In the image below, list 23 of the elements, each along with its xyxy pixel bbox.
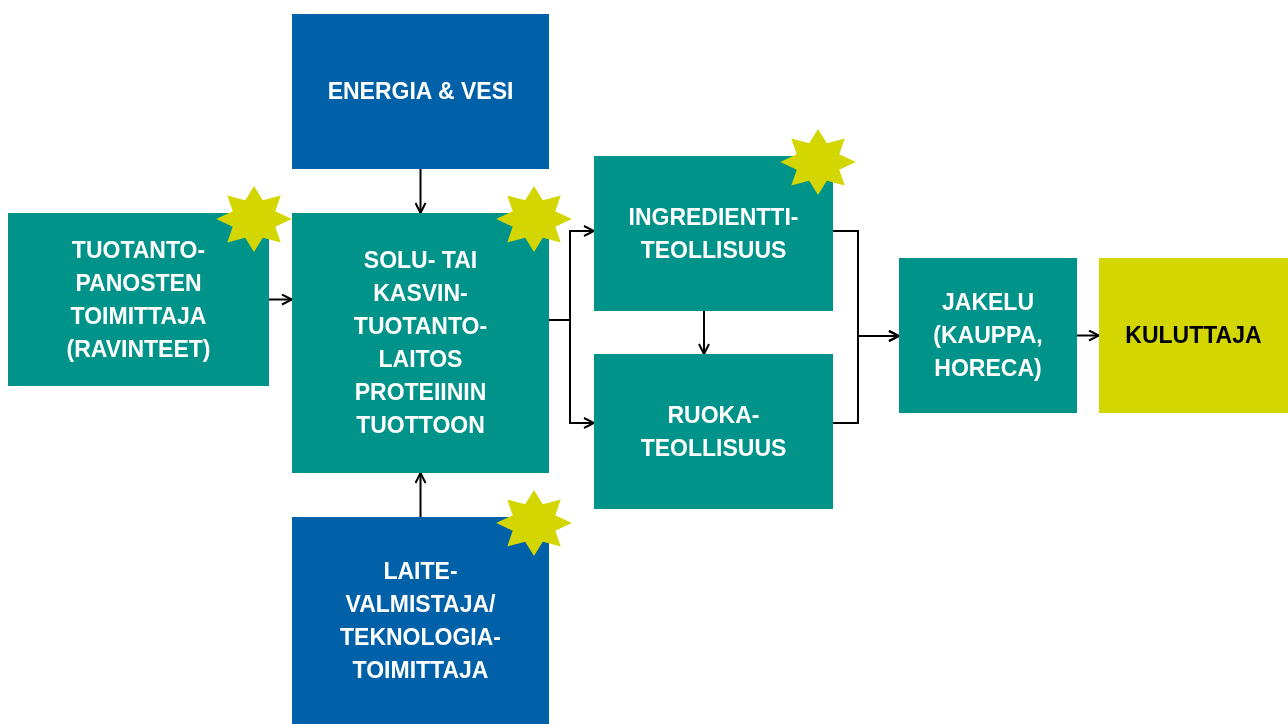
process-box bbox=[594, 156, 833, 311]
arrow bbox=[1076, 329, 1100, 342]
arrow bbox=[414, 168, 427, 214]
box-label: INGREDIENTTI- TEOLLISUUS bbox=[627, 202, 800, 265]
process-box bbox=[292, 517, 549, 724]
arrow bbox=[414, 472, 427, 518]
arrow bbox=[698, 310, 710, 355]
box-label: JAKELU (KAUPPA, HORECA) bbox=[932, 288, 1044, 383]
box-label: SOLU- TAI KASVIN- TUOTANTO- LAITOS PROTEIININ TUOTTOON bbox=[352, 246, 489, 440]
process-box bbox=[292, 14, 549, 169]
process-box bbox=[8, 213, 269, 386]
box-label: TUOTANTO- PANOSTEN TOIMITTAJA (RAVINTEET) bbox=[65, 235, 212, 364]
box-label: KULUTTAJA bbox=[1124, 321, 1263, 350]
box-label: RUOKA- TEOLLISUUS bbox=[639, 400, 788, 463]
box-label: LAITE- VALMISTAJA/ TEKNOLOGIA- TOIMITTAJA bbox=[339, 556, 502, 685]
arrow bbox=[832, 330, 900, 424]
process-box bbox=[1099, 258, 1288, 413]
process-box bbox=[292, 213, 549, 473]
process-box bbox=[594, 354, 833, 509]
process-box bbox=[899, 258, 1077, 413]
box-label: ENERGIA & VESI bbox=[326, 77, 515, 106]
arrow bbox=[548, 319, 595, 429]
arrow bbox=[268, 293, 293, 306]
